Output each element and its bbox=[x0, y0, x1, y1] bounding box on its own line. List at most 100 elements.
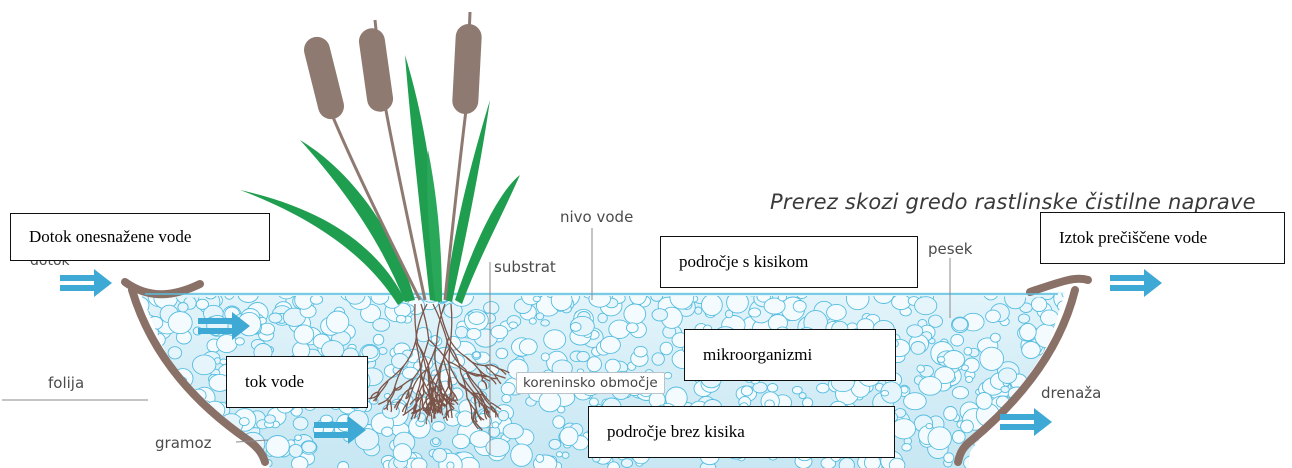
pebble bbox=[961, 420, 974, 433]
pebble bbox=[179, 405, 188, 414]
pebble bbox=[310, 295, 322, 304]
pebble bbox=[1056, 357, 1077, 374]
pebble bbox=[964, 456, 983, 468]
pebble bbox=[382, 427, 393, 436]
pebble bbox=[846, 288, 869, 310]
pebble bbox=[1065, 432, 1078, 445]
pebble bbox=[496, 348, 508, 358]
pebble bbox=[169, 402, 184, 418]
pebble bbox=[952, 431, 965, 444]
pebble bbox=[536, 313, 543, 320]
pebble bbox=[1061, 432, 1082, 448]
pebble bbox=[469, 312, 485, 325]
pebble bbox=[473, 352, 480, 358]
pebble bbox=[239, 418, 249, 426]
pebble bbox=[1018, 314, 1029, 323]
pebble bbox=[953, 318, 968, 331]
pebble bbox=[138, 356, 147, 363]
pebble bbox=[952, 387, 968, 399]
pebble bbox=[151, 373, 165, 386]
box-iztok-preciscene-vode: Iztok prečiščene vode bbox=[1040, 212, 1285, 264]
pebble bbox=[168, 312, 192, 334]
label-drenaza: drenaža bbox=[1041, 384, 1101, 402]
label-substrat: substrat bbox=[494, 258, 556, 276]
label-folija: folija bbox=[48, 374, 84, 392]
pebble bbox=[652, 353, 664, 365]
pebble bbox=[166, 386, 181, 400]
pebble bbox=[926, 423, 933, 428]
pebble bbox=[269, 313, 282, 323]
pebble bbox=[393, 444, 411, 462]
pebble bbox=[911, 342, 925, 355]
pebble bbox=[1024, 400, 1031, 405]
pebble bbox=[502, 394, 511, 402]
pebble bbox=[126, 342, 138, 354]
pebble bbox=[1057, 413, 1079, 435]
pebble bbox=[403, 367, 419, 379]
pebble bbox=[145, 464, 152, 468]
pebble bbox=[266, 436, 289, 458]
pebble bbox=[892, 295, 911, 310]
pebble bbox=[240, 457, 248, 465]
pebble bbox=[944, 453, 954, 463]
label-gramoz: gramoz bbox=[155, 434, 212, 452]
pebble bbox=[991, 333, 1001, 342]
pebble bbox=[943, 351, 964, 369]
pebble bbox=[1060, 409, 1078, 425]
pebble bbox=[1025, 456, 1036, 466]
pebble bbox=[541, 320, 550, 326]
pebble bbox=[598, 313, 607, 323]
pebble bbox=[193, 355, 216, 375]
diagram-title: Prerez skozi gredo rastlinske čistilne n… bbox=[770, 190, 1256, 214]
box-podrocje-s-kisikom: področje s kisikom bbox=[660, 236, 918, 288]
pebble bbox=[1067, 340, 1083, 357]
pebble bbox=[210, 447, 229, 465]
pebble bbox=[536, 454, 544, 462]
pebble bbox=[741, 386, 752, 396]
pebble bbox=[189, 463, 195, 468]
pebble bbox=[827, 304, 847, 320]
pebble bbox=[1031, 297, 1046, 311]
pebble bbox=[964, 347, 972, 355]
pebble bbox=[996, 453, 1015, 468]
flow-arrow-icon bbox=[1110, 269, 1162, 297]
pebble bbox=[293, 417, 308, 430]
pebble bbox=[289, 444, 302, 457]
pebble bbox=[196, 299, 208, 309]
pebble bbox=[136, 418, 151, 429]
pebble bbox=[134, 343, 143, 352]
label-nivo-vode: nivo vode bbox=[560, 208, 633, 226]
pebble bbox=[951, 334, 964, 346]
pebble bbox=[291, 457, 308, 468]
pebble bbox=[338, 462, 349, 468]
pebble bbox=[817, 383, 829, 393]
pebble bbox=[146, 356, 162, 368]
pebble bbox=[695, 307, 702, 314]
pebble bbox=[544, 330, 566, 350]
pebble bbox=[453, 434, 470, 448]
pebble bbox=[902, 444, 912, 451]
pebble bbox=[1032, 444, 1055, 465]
pebble bbox=[235, 338, 244, 345]
pebble bbox=[1041, 310, 1059, 325]
pebble bbox=[904, 393, 927, 410]
pebble bbox=[295, 435, 302, 441]
pebble bbox=[181, 416, 195, 429]
pebble bbox=[664, 372, 672, 379]
pebble bbox=[976, 393, 992, 410]
pebble bbox=[1060, 357, 1083, 378]
pebble bbox=[221, 455, 240, 468]
pebble bbox=[125, 421, 147, 440]
pebble bbox=[966, 376, 973, 382]
root bbox=[451, 410, 452, 418]
pebble bbox=[467, 328, 481, 339]
pebble bbox=[577, 351, 589, 361]
pebble bbox=[511, 444, 533, 466]
pebble bbox=[652, 309, 668, 321]
label-koreninsko-obmocje: koreninsko območje bbox=[516, 372, 665, 394]
pebble bbox=[928, 427, 951, 450]
pebble bbox=[396, 315, 406, 323]
pebble bbox=[560, 427, 578, 446]
flow-arrow-icon bbox=[60, 269, 112, 297]
pebble bbox=[447, 462, 454, 468]
